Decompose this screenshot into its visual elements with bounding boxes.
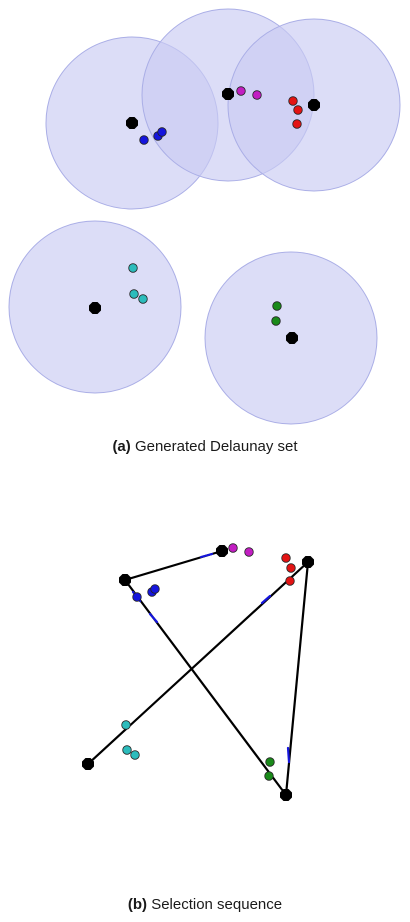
cyan-point — [121, 720, 131, 730]
center-point — [126, 117, 138, 129]
path-segment — [123, 578, 288, 797]
diagram-b — [82, 543, 314, 801]
center-point — [280, 789, 292, 801]
blue-tick — [148, 612, 159, 624]
blue-tick — [286, 746, 291, 764]
member-points-b — [121, 543, 296, 781]
magenta-point — [228, 543, 238, 553]
magenta-point — [244, 547, 254, 557]
cyan-point — [138, 294, 148, 304]
center-point — [89, 302, 101, 314]
blue-point — [139, 135, 149, 145]
blue-tick — [260, 594, 272, 605]
blue-point — [150, 584, 160, 594]
red-point — [286, 563, 296, 573]
magenta-point — [236, 86, 246, 96]
blue-tick — [199, 552, 214, 559]
center-point — [302, 556, 314, 568]
path-segment — [86, 560, 310, 766]
caption-b-text: Selection sequence — [151, 896, 283, 913]
member-points-a — [128, 86, 303, 326]
center-points-b — [82, 545, 314, 801]
red-point — [285, 576, 295, 586]
green-point — [264, 771, 274, 781]
caption-a: (a) Generated Delaunay set — [0, 438, 410, 455]
red-point — [292, 119, 302, 129]
center-points-a — [89, 88, 320, 344]
red-point — [293, 105, 303, 115]
caption-b-tag: (b) — [127, 896, 148, 913]
center-point — [222, 88, 234, 100]
red-point — [288, 96, 298, 106]
red-point — [281, 553, 291, 563]
caption-a-text: Generated Delaunay set — [134, 438, 298, 455]
caption-b: (b) Selection sequence — [0, 896, 410, 913]
center-point — [308, 99, 320, 111]
cyan-point — [130, 750, 140, 760]
cyan-point — [128, 263, 138, 273]
cyan-point — [122, 745, 132, 755]
green-point — [265, 757, 275, 767]
delaunay-circles — [8, 8, 401, 425]
blue-point — [132, 592, 142, 602]
center-point — [286, 332, 298, 344]
caption-a-tag: (a) — [112, 438, 131, 455]
center-point — [119, 574, 131, 586]
center-point — [82, 758, 94, 770]
green-point — [271, 316, 281, 326]
cyan-point — [129, 289, 139, 299]
blue-point — [157, 127, 167, 137]
diagram-a — [8, 8, 401, 425]
green-point — [272, 301, 282, 311]
center-point — [216, 545, 228, 557]
magenta-point — [252, 90, 262, 100]
selection-path — [86, 549, 310, 797]
